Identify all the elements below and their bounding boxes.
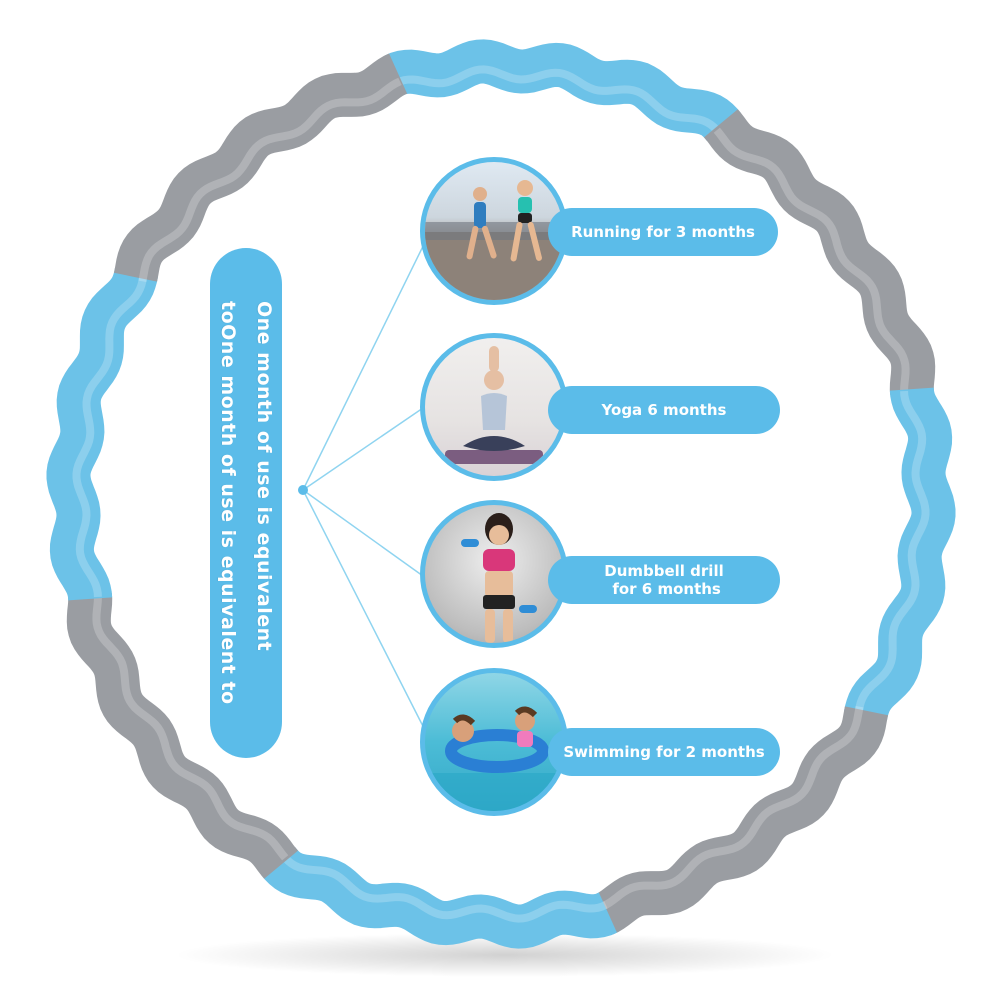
connector-line — [302, 489, 424, 577]
connector-line — [302, 231, 431, 491]
connector-line — [302, 489, 433, 745]
hoop-highlight — [279, 851, 608, 923]
hoop-highlight — [72, 276, 148, 598]
label-yoga: Yoga 6 months — [548, 386, 780, 434]
running-figures-icon — [425, 180, 563, 300]
hoop-highlight — [92, 592, 289, 861]
dumbbell-photo — [420, 500, 568, 648]
connector-lines — [298, 231, 433, 745]
connector-line — [302, 407, 424, 491]
hoop-highlight — [600, 705, 864, 911]
yoga-photo — [420, 333, 568, 481]
hoop-segment — [261, 847, 617, 949]
hoop-highlight — [713, 127, 910, 396]
label-swimming: Swimming for 2 months — [548, 728, 780, 776]
hoop-ring — [46, 39, 956, 949]
hoop-segment — [594, 706, 889, 935]
running-photo — [420, 157, 568, 305]
intro-pill — [210, 248, 282, 758]
yoga-figure-icon — [445, 346, 543, 464]
hoop-segment — [46, 268, 158, 601]
hoop-segment — [113, 53, 408, 282]
intro-text: One month of use is equivalent toOne mon… — [217, 301, 275, 705]
hoop-segment — [844, 387, 956, 720]
hoop-highlight — [394, 65, 723, 137]
intro-text-box: One month of use is equivalent toOne mon… — [210, 248, 282, 758]
dumbbell-figure-icon — [461, 513, 537, 643]
hoop-segment — [385, 39, 741, 141]
swimming-figures-icon — [425, 706, 563, 811]
swimming-photo — [420, 668, 568, 816]
hoop-highlight — [854, 390, 930, 712]
hoop-segment — [66, 593, 299, 879]
hoop-segment — [703, 109, 936, 395]
hoop-highlight — [138, 77, 402, 283]
hoop-shadow — [175, 933, 835, 977]
label-dumbbell: Dumbbell drill for 6 months — [548, 556, 780, 604]
connector-hub — [298, 485, 308, 495]
label-running: Running for 3 months — [548, 208, 778, 256]
